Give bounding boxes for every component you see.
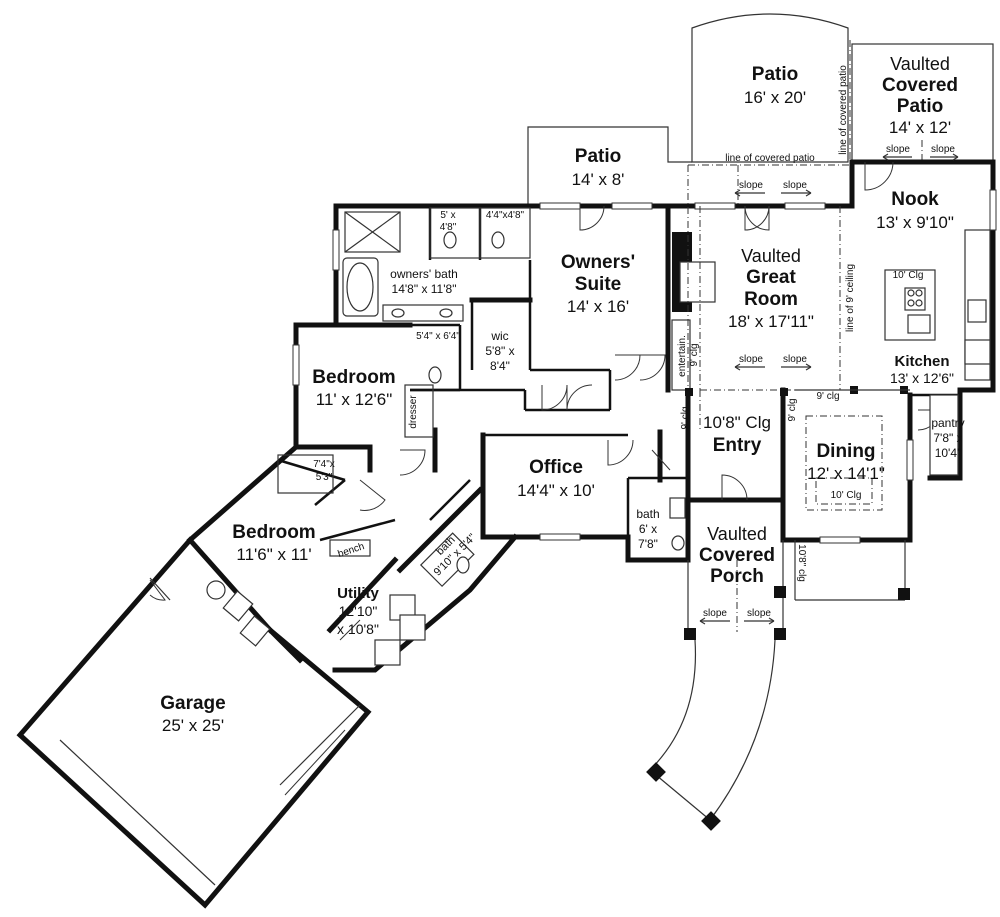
owners-suite-dim: 14' x 16' [567, 297, 629, 316]
pantry-dim2: 10'4" [935, 446, 962, 460]
pantry-name: pantry [931, 416, 964, 430]
dresser-label: dresser [408, 395, 419, 429]
slope-label: slope [739, 354, 763, 365]
owners-bath-dim: 14'8" x 11'8" [392, 282, 457, 296]
covered-patio-dim: 14' x 12' [889, 118, 951, 137]
utility-name: Utility [337, 585, 379, 602]
slope-markers: slope slope slope slope slope slope slop… [699, 144, 959, 625]
covered-patio-line3: Patio [897, 96, 943, 117]
office-bath-name: bath [636, 507, 659, 521]
entry-name: Entry [713, 435, 762, 456]
bedroom1-name: Bedroom [312, 367, 395, 388]
clg-9-d: 9' clg [787, 398, 798, 421]
closet-54x64: 5'4" x 6'4" [416, 331, 460, 342]
porch-line2: Covered [699, 545, 775, 566]
great-room-line2: Great [746, 267, 796, 288]
covered-patio-line1: Vaulted [890, 54, 950, 74]
wic-name: wic [490, 329, 508, 343]
slope-label: slope [703, 608, 727, 619]
office-dim: 14'4" x 10' [517, 481, 595, 500]
owners-bath-fixtures [342, 211, 505, 384]
covered-patio-line2: Covered [882, 75, 958, 96]
bedroom2-name: Bedroom [232, 522, 315, 543]
kitchen-fixtures [884, 229, 991, 476]
slope-label: slope [886, 144, 910, 155]
windows [292, 189, 997, 544]
clg-108-porch: 10'8" clg [796, 544, 807, 582]
closet-5x48-l1: 5' x [440, 210, 455, 221]
porch-line3: Porch [710, 566, 764, 587]
great-room-dim: 18' x 17'11" [728, 312, 814, 331]
patio-suite-name: Patio [575, 146, 621, 167]
line-9-ceiling: line of 9' ceiling [845, 264, 856, 332]
kitchen-dim: 13' x 12'6" [890, 370, 954, 386]
kitchen-clg: 10' Clg [893, 270, 924, 281]
porch-line1: Vaulted [707, 524, 767, 544]
fireplace [671, 165, 841, 430]
closet-74x53-l2: 5'3" [316, 472, 333, 483]
wic-dim2: 8'4" [490, 359, 510, 373]
office-bath-dim1: 6' x [639, 522, 657, 536]
bath-utility-fixtures [206, 497, 686, 666]
clg-9-c: 9' clg [680, 406, 691, 429]
entry-clg: 10'8" Clg [703, 413, 771, 432]
nook-name: Nook [891, 189, 939, 210]
garage-name: Garage [160, 693, 225, 714]
garage-detail [59, 577, 361, 886]
entertain-label: entertain. [677, 335, 688, 377]
front-porch [646, 540, 910, 831]
patio-suite-dim: 14' x 8' [572, 170, 625, 189]
slope-label: slope [739, 180, 763, 191]
slope-label: slope [931, 144, 955, 155]
dining-entry [685, 386, 910, 601]
slope-label: slope [783, 354, 807, 365]
owners-bath-name: owners' bath [390, 267, 458, 281]
garage-dim: 25' x 25' [162, 716, 224, 735]
clg-9-b: 9' clg [816, 391, 839, 402]
great-room-line1: Vaulted [741, 246, 801, 266]
dining-name: Dining [816, 441, 875, 462]
bedroom1-dim: 11' x 12'6" [316, 390, 392, 409]
closet-74x53-l1: 7'4"x [313, 459, 335, 470]
slope-label: slope [783, 180, 807, 191]
patio-rear-name: Patio [752, 64, 798, 85]
slope-label: slope [747, 608, 771, 619]
utility-dim2: x 10'8" [337, 621, 379, 637]
closet-5x48-l2: 4'8" [440, 222, 457, 233]
office-bath-dim2: 7'8" [638, 537, 658, 551]
owners-suite-line1: Owners' [561, 252, 635, 273]
pantry-dim1: 7'8" x [933, 431, 962, 445]
utility-dim1: 12'10" [339, 603, 378, 619]
closets [277, 207, 531, 494]
kitchen-name: Kitchen [894, 353, 949, 370]
bedroom2-dim: 11'6" x 11' [236, 545, 311, 564]
nook-dim: 13' x 9'10" [876, 213, 954, 232]
suite-patio [527, 126, 692, 205]
owners-suite-line2: Suite [575, 274, 621, 295]
closet-44x48: 4'4"x4'8" [486, 210, 525, 221]
line-covered-patio: line of covered patio [725, 153, 815, 164]
clg-9-a: 9' clg [689, 343, 700, 366]
office-name: Office [529, 457, 583, 478]
rear-patio [688, 13, 851, 166]
line-covered-patio-vertical: line of covered patio [838, 65, 849, 155]
dining-clg: 10' Clg [831, 490, 862, 501]
great-room-line3: Room [744, 289, 798, 310]
dining-dim: 12' x 14'1" [807, 464, 885, 483]
patio-rear-dim: 16' x 20' [744, 88, 806, 107]
wic-dim1: 5'8" x [485, 344, 514, 358]
